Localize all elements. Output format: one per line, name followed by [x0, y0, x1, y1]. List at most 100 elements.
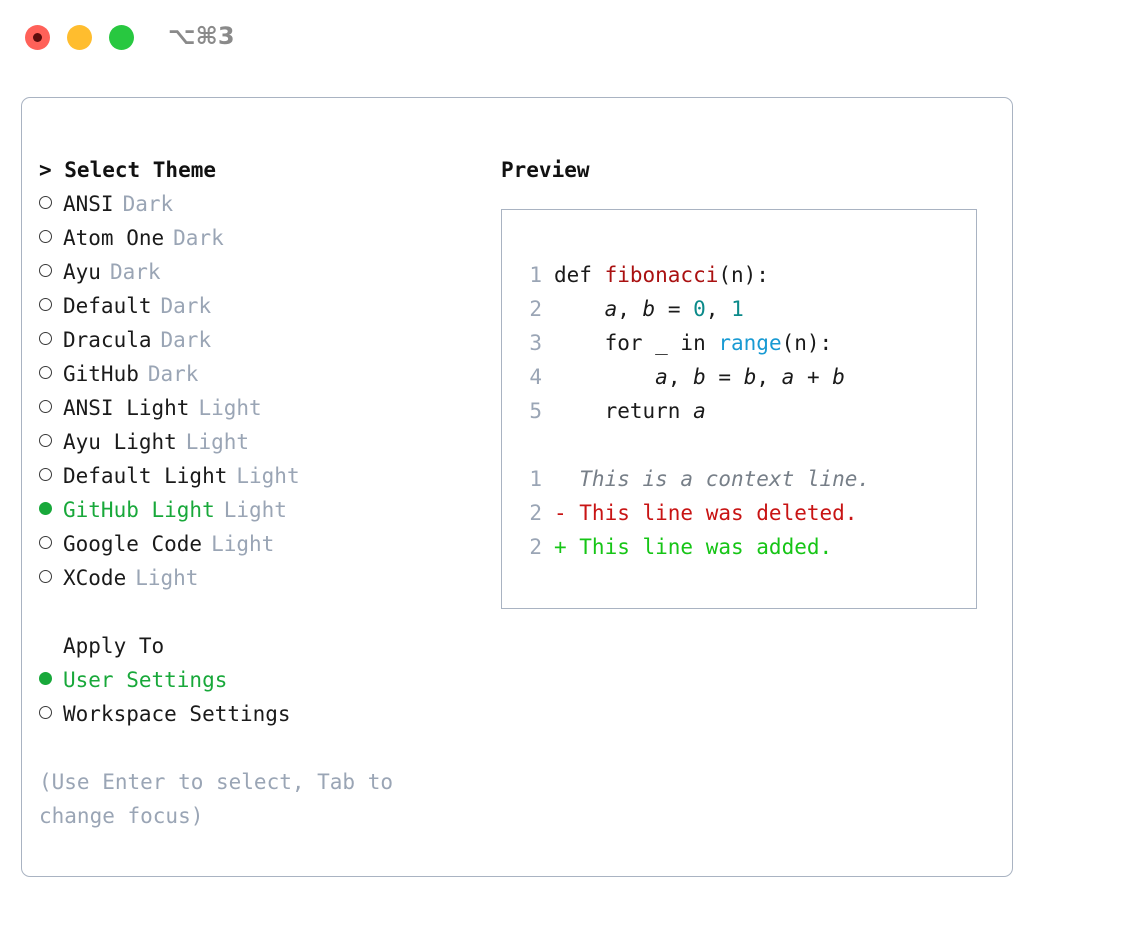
radio-unselected-icon [39, 196, 52, 209]
code-token: a [781, 365, 795, 389]
line-number: 4 [529, 365, 542, 389]
diff-text: - This line was deleted. [554, 501, 858, 525]
window-titlebar: ⌥⌘3 [0, 0, 1140, 78]
window-controls [25, 25, 134, 50]
theme-kind-badge: Dark [173, 226, 224, 250]
line-number: 2 [529, 501, 542, 525]
keyboard-shortcut-label: ⌥⌘3 [168, 22, 235, 50]
apply-to-label: User Settings [63, 668, 228, 692]
apply-to-heading: Apply To [63, 634, 165, 658]
theme-list-item[interactable]: XCode Light [39, 561, 489, 595]
theme-kind-badge: Light [223, 498, 287, 522]
code-token [554, 297, 605, 321]
theme-name-label: ANSI [63, 192, 114, 216]
radio-unselected-icon [39, 230, 52, 243]
diff-line: 2 + This line was added. [520, 530, 976, 564]
code-line: 1 def fibonacci(n): [520, 258, 976, 292]
theme-list-item[interactable]: GitHub Light Light [39, 493, 489, 527]
theme-kind-badge: Dark [160, 328, 212, 352]
theme-name-label: XCode [63, 566, 127, 590]
code-token: b [642, 297, 656, 321]
theme-list-item[interactable]: Atom One Dark [39, 221, 489, 255]
code-token: = [655, 297, 694, 321]
code-token: (n): [718, 263, 769, 287]
theme-list-item[interactable]: Ayu Dark [39, 255, 489, 289]
code-token: fibonacci [604, 263, 719, 287]
theme-kind-badge: Light [185, 430, 250, 454]
code-token: , [667, 365, 694, 389]
keyboard-hint-text: (Use Enter to select, Tab to change focu… [39, 770, 394, 828]
radio-unselected-icon [39, 536, 52, 549]
code-token: a [693, 399, 706, 423]
theme-list-item[interactable]: ANSI Light Light [39, 391, 489, 425]
theme-name-label: Ayu [63, 260, 101, 284]
theme-list-item[interactable]: Dracula Dark [39, 323, 489, 357]
line-number: 1 [529, 467, 542, 491]
theme-name-label: Google Code [63, 532, 203, 556]
theme-name-label: Default [63, 294, 152, 318]
line-number: 2 [529, 535, 542, 559]
theme-list-item[interactable]: Google Code Light [39, 527, 489, 561]
line-number: 2 [529, 297, 542, 321]
radio-unselected-icon [39, 434, 52, 447]
theme-name-label: Atom One [63, 226, 165, 250]
theme-name-label: ANSI Light [63, 396, 190, 420]
code-token: def [554, 263, 605, 287]
line-number: 1 [529, 263, 542, 287]
theme-list-item[interactable]: Default Dark [39, 289, 489, 323]
apply-to-option[interactable]: Workspace Settings [39, 697, 489, 731]
diff-line: 1 This is a context line. [520, 462, 976, 496]
radio-unselected-icon [39, 298, 52, 311]
code-line: 3 for _ in range(n): [520, 326, 976, 360]
code-token: (n): [781, 331, 833, 355]
radio-unselected-icon [39, 468, 52, 481]
line-number: 5 [529, 399, 542, 423]
theme-name-label: Dracula [63, 328, 152, 352]
radio-selected-icon [39, 672, 52, 685]
code-token: range [718, 331, 782, 355]
maximize-window-button[interactable] [109, 25, 134, 50]
code-blank-line [520, 428, 976, 462]
theme-kind-badge: Dark [160, 294, 212, 318]
theme-kind-badge: Light [236, 464, 300, 488]
diff-line: 2 - This line was deleted. [520, 496, 976, 530]
close-window-button[interactable] [25, 25, 50, 50]
code-token: 1 [731, 297, 744, 321]
diff-text: + This line was added. [554, 535, 833, 559]
code-token: b [832, 365, 845, 389]
theme-kind-badge: Light [211, 532, 275, 556]
diff-text: This is a context line. [554, 467, 871, 491]
code-token [554, 365, 655, 389]
radio-unselected-icon [39, 570, 52, 583]
radio-selected-icon [39, 502, 52, 515]
code-token: b [743, 365, 757, 389]
radio-unselected-icon [39, 366, 52, 379]
code-token: b [693, 365, 706, 389]
code-token: return [554, 399, 694, 423]
code-line: 4 a, b = b, a + b [520, 360, 976, 394]
code-token: 0 [693, 297, 706, 321]
code-token: a [655, 365, 668, 389]
radio-unselected-icon [39, 264, 52, 277]
theme-name-label: GitHub Light [63, 498, 215, 522]
theme-kind-badge: Dark [109, 260, 161, 284]
apply-to-option[interactable]: User Settings [39, 663, 489, 697]
theme-kind-badge: Light [198, 396, 262, 420]
code-token: = [705, 365, 744, 389]
radio-unselected-icon [39, 400, 52, 413]
theme-name-label: GitHub [63, 362, 139, 386]
theme-kind-badge: Light [135, 566, 199, 590]
minimize-window-button[interactable] [67, 25, 92, 50]
select-theme-heading: > Select Theme [39, 158, 217, 182]
